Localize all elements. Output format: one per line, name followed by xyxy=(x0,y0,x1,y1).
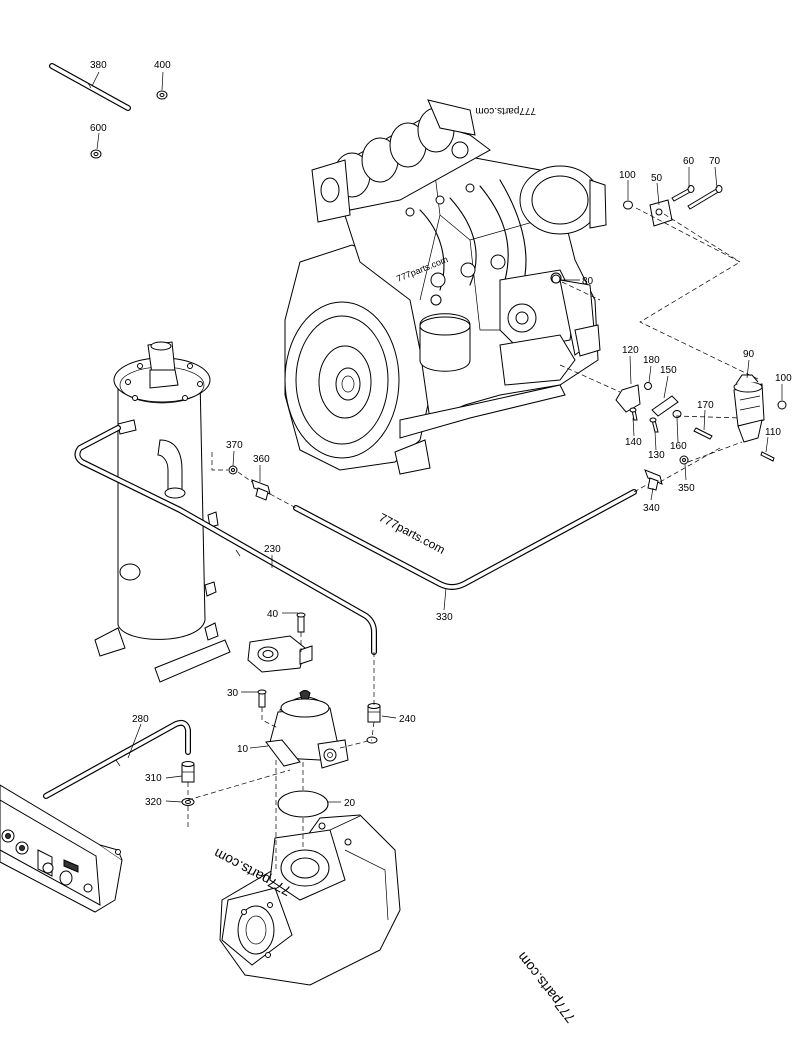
nut-100-right xyxy=(777,400,787,410)
callout-60: 60 xyxy=(683,156,695,167)
callout-10: 10 xyxy=(237,744,249,755)
callout-100-top: 100 xyxy=(619,170,636,181)
bolt-140 xyxy=(629,407,638,421)
washer-370 xyxy=(228,465,238,475)
callout-370: 370 xyxy=(226,440,243,451)
callout-50: 50 xyxy=(651,173,663,184)
bolt-170 xyxy=(693,427,713,440)
callout-400: 400 xyxy=(154,60,171,71)
callout-360: 360 xyxy=(253,454,270,465)
callout-labels: 380 400 600 100 50 60 70 80 90 100 120 1… xyxy=(90,60,792,809)
receiver-tank xyxy=(94,341,231,683)
watermark-top: 777parts.com xyxy=(475,105,536,116)
pipe-230 xyxy=(74,425,377,655)
callout-110: 110 xyxy=(765,427,781,438)
o-ring-20 xyxy=(277,790,329,818)
bracket-120 xyxy=(615,384,641,413)
callout-320: 320 xyxy=(145,797,162,808)
nut-100-top xyxy=(623,200,633,210)
engine xyxy=(284,99,607,475)
fitting-240 xyxy=(366,703,381,744)
callout-90: 90 xyxy=(743,349,755,360)
callout-130: 130 xyxy=(648,450,665,461)
callout-120: 120 xyxy=(622,345,639,356)
assembly-lines xyxy=(187,207,761,870)
callout-240: 240 xyxy=(399,714,416,725)
filter-housing-10 xyxy=(265,690,349,769)
pipe-380 xyxy=(49,63,131,111)
callout-70: 70 xyxy=(709,156,721,167)
washer-600 xyxy=(90,149,102,159)
air-end xyxy=(219,814,401,986)
bracket-150 xyxy=(651,395,679,417)
callout-340: 340 xyxy=(643,503,660,514)
bolt-110 xyxy=(760,451,775,462)
callout-310: 310 xyxy=(145,773,162,784)
callout-100-right: 100 xyxy=(775,373,792,384)
callout-230: 230 xyxy=(264,544,281,555)
callout-150: 150 xyxy=(660,365,677,376)
washer-350 xyxy=(679,455,689,465)
bracket-50 xyxy=(649,199,673,227)
fitting-340 xyxy=(644,469,663,491)
bolt-70 xyxy=(687,185,723,210)
bolt-60 xyxy=(671,185,695,202)
callout-170: 170 xyxy=(697,400,714,411)
nut-180 xyxy=(644,382,652,390)
fuel-filter-90 xyxy=(733,374,765,443)
fitting-360 xyxy=(251,479,271,501)
bolt-130 xyxy=(649,417,659,433)
callout-600: 600 xyxy=(90,123,107,134)
watermark-bottom: 777parts.com xyxy=(514,949,579,1026)
callout-40: 40 xyxy=(267,609,279,620)
callout-330: 330 xyxy=(436,612,453,623)
callout-30: 30 xyxy=(227,688,239,699)
bolt-30 xyxy=(257,689,267,708)
callout-350: 350 xyxy=(678,483,695,494)
bolt-40 xyxy=(296,612,306,633)
callout-160: 160 xyxy=(670,441,687,452)
nut-80 xyxy=(551,274,561,284)
callout-380: 380 xyxy=(90,60,107,71)
leader-lines xyxy=(91,71,783,803)
callout-180: 180 xyxy=(643,355,660,366)
fitting-310 xyxy=(181,761,195,783)
callout-80: 80 xyxy=(582,276,594,287)
control-panel xyxy=(0,784,123,913)
washer-320 xyxy=(181,798,195,806)
callout-280: 280 xyxy=(132,714,149,725)
washer-400 xyxy=(156,90,168,100)
pipe-330 xyxy=(293,489,637,590)
adapter-block xyxy=(247,635,313,673)
callout-140: 140 xyxy=(625,437,642,448)
callout-20: 20 xyxy=(344,798,356,809)
watermark-pipe: 777parts.com xyxy=(377,510,448,556)
pipe-280 xyxy=(43,719,191,799)
